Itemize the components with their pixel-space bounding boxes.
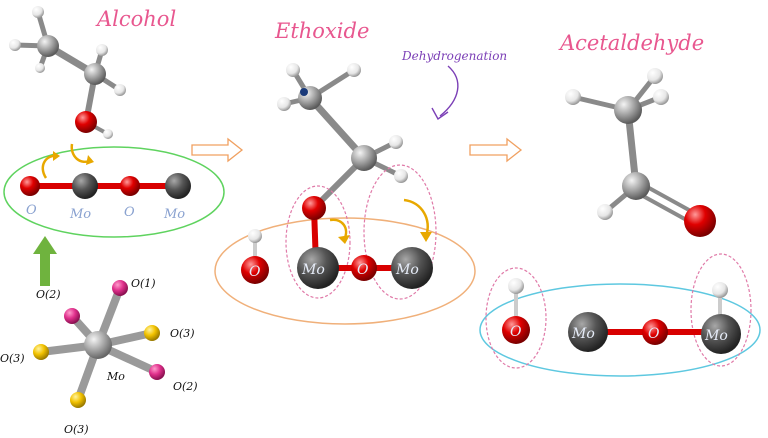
molybdenum-atom bbox=[297, 247, 339, 289]
oxygen-atom bbox=[642, 319, 668, 345]
hydrogen-atom bbox=[248, 229, 262, 243]
oxygen-o1-atom bbox=[112, 280, 128, 296]
hydrogen-atom bbox=[96, 44, 108, 56]
label-o3: O(3) bbox=[64, 423, 89, 436]
label-o3: O(3) bbox=[170, 327, 195, 340]
hydrogen-atom bbox=[114, 84, 126, 96]
surface-label-mo: Mo bbox=[571, 326, 595, 342]
surface-label-o: O bbox=[249, 264, 261, 280]
acetaldehyde-surface-ring bbox=[479, 283, 761, 377]
oxygen-atom bbox=[120, 176, 140, 196]
ethoxide-highlight-right bbox=[363, 164, 437, 300]
green-up-arrow bbox=[33, 236, 57, 286]
label-mo: Mo bbox=[106, 370, 125, 383]
alcohol-surface-chain bbox=[20, 173, 191, 199]
surface-label-mo: Mo bbox=[69, 207, 91, 222]
surface-label-o: O bbox=[26, 203, 37, 218]
hydrogen-atom bbox=[35, 63, 45, 73]
oxygen-o3-atom bbox=[33, 344, 49, 360]
alcohol-molecule bbox=[9, 6, 126, 139]
hydrogen-atom bbox=[712, 282, 728, 298]
moo6-octahedron bbox=[33, 280, 165, 408]
hydrogen-atom bbox=[389, 135, 403, 149]
surface-label-o: O bbox=[510, 324, 522, 340]
hydrogen-atom bbox=[647, 68, 663, 84]
electron-transfer-arrow bbox=[403, 198, 432, 242]
acetaldehyde-surface-chain bbox=[502, 278, 741, 354]
label-o2: O(2) bbox=[36, 288, 61, 301]
surface-label-mo: Mo bbox=[301, 262, 325, 278]
oxygen-o2-atom bbox=[64, 308, 80, 324]
oxygen-o3-atom bbox=[144, 325, 160, 341]
label-o2: O(2) bbox=[173, 380, 198, 393]
oxygen-atom bbox=[351, 255, 377, 281]
oxygen-atom bbox=[75, 111, 97, 133]
reaction-arrow bbox=[191, 137, 244, 163]
label-o1: O(1) bbox=[131, 277, 156, 290]
acetaldehyde-molecule bbox=[565, 68, 716, 237]
electron-transfer-arrow bbox=[41, 151, 60, 179]
label-dehydrogenation: Dehydrogenation bbox=[401, 49, 507, 63]
title-ethoxide: Ethoxide bbox=[274, 19, 369, 43]
acetaldehyde-highlight-left bbox=[485, 267, 547, 369]
oxygen-atom bbox=[302, 196, 326, 220]
ethoxide-highlight-left bbox=[285, 185, 351, 299]
molybdenum-atom bbox=[84, 331, 112, 359]
acetaldehyde-highlight-right bbox=[690, 253, 752, 367]
hydrogen-atom bbox=[277, 97, 291, 111]
molybdenum-atom bbox=[72, 173, 98, 199]
hydrogen-atom bbox=[103, 129, 113, 139]
surface-label-mo: Mo bbox=[395, 262, 419, 278]
hydrogen-atom bbox=[9, 39, 21, 51]
oxygen-atom bbox=[502, 316, 530, 344]
ethoxide-surface-chain bbox=[241, 196, 433, 289]
oxygen-atom bbox=[20, 176, 40, 196]
oxygen-atom bbox=[684, 205, 716, 237]
surface-label-mo: Mo bbox=[163, 207, 185, 222]
molybdenum-atom bbox=[391, 247, 433, 289]
ethoxide-surface-ring bbox=[214, 217, 476, 325]
alcohol-surface-ring bbox=[3, 146, 225, 238]
ethoxide-molecule bbox=[277, 63, 408, 211]
reaction-arrow bbox=[469, 137, 523, 163]
carbon-atom bbox=[37, 35, 59, 57]
electron-transfer-arrow bbox=[70, 143, 94, 165]
hydrogen-atom bbox=[597, 204, 613, 220]
surface-label-o: O bbox=[357, 262, 369, 278]
hydrogen-atom bbox=[565, 89, 581, 105]
title-alcohol: Alcohol bbox=[95, 7, 176, 31]
title-acetaldehyde: Acetaldehyde bbox=[558, 31, 704, 55]
carbon-atom bbox=[622, 172, 650, 200]
oxygen-atom bbox=[241, 256, 269, 284]
hydrogen-atom bbox=[508, 278, 524, 294]
label-o3: O(3) bbox=[0, 352, 25, 365]
molybdenum-atom bbox=[568, 312, 608, 352]
oxygen-o2-atom bbox=[149, 364, 165, 380]
carbon-atom bbox=[351, 145, 377, 171]
carbon-atom bbox=[84, 63, 106, 85]
surface-label-o: O bbox=[648, 326, 660, 342]
molybdenum-atom bbox=[701, 314, 741, 354]
oxygen-o3-atom bbox=[70, 392, 86, 408]
dehydrogenation-curved-arrow bbox=[431, 65, 459, 121]
surface-label-o: O bbox=[124, 205, 135, 220]
surface-label-mo: Mo bbox=[704, 328, 728, 344]
hydrogen-atom bbox=[347, 63, 361, 77]
hydrogen-atom bbox=[32, 6, 44, 18]
hydrogen-atom bbox=[653, 89, 669, 105]
molybdenum-atom bbox=[165, 173, 191, 199]
carbon-atom bbox=[614, 96, 642, 124]
hydrogen-atom bbox=[286, 63, 300, 77]
hydrogen-atom bbox=[394, 169, 408, 183]
carbon-center-marker bbox=[300, 88, 308, 96]
electron-transfer-arrow bbox=[329, 218, 350, 244]
